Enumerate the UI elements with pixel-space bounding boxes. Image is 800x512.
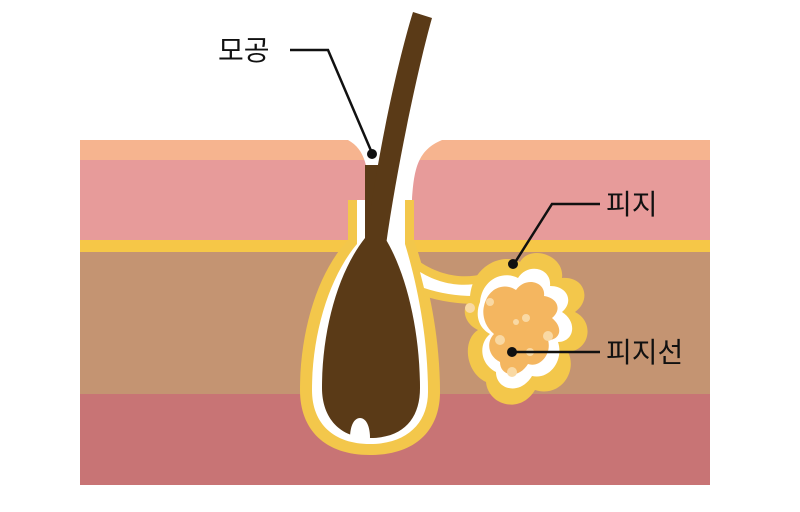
gland-bubble [486, 298, 494, 306]
gland-bubble [543, 331, 553, 341]
pore-leader-dot [367, 149, 377, 159]
sebaceous-gland-label: 피지선 [606, 336, 683, 369]
sebum-leader-line [512, 202, 600, 265]
gland-bubble [522, 314, 530, 322]
gland-leader-dot [507, 347, 517, 357]
hair-shaft [366, 12, 432, 245]
hair-bulb [322, 165, 420, 438]
gland-bubble [465, 303, 475, 313]
sebum-leader-dot [508, 259, 518, 269]
gland-bubble [513, 319, 519, 325]
sebum-label: 피지 [606, 188, 658, 221]
gland-bubble [495, 335, 505, 345]
dermal-papilla [350, 418, 370, 438]
pore-label: 모공 [218, 34, 270, 67]
pore-leader-line [290, 48, 374, 154]
gland-bubble [507, 367, 517, 377]
